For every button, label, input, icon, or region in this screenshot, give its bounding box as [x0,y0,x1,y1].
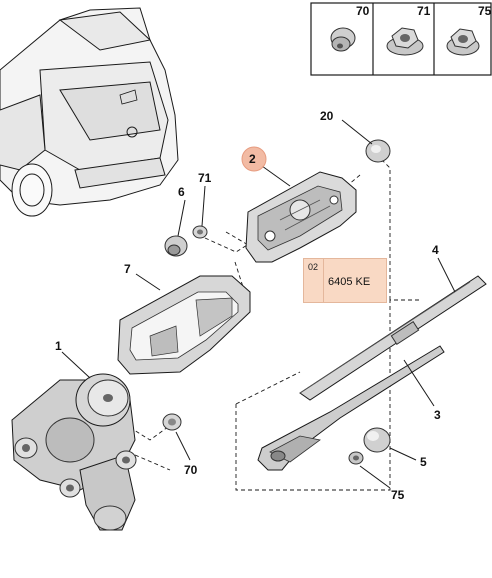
part-reference-box[interactable]: 02 6405 KE [303,258,387,303]
leader-lines [61,119,456,489]
callout-75: 75 [391,488,405,502]
wiper-arm-part-3 [257,345,445,471]
nut-70-part [162,413,182,431]
inset-label-70: 70 [356,4,370,18]
fastener-inset: 70 71 75 [310,2,492,76]
nut-71-part [192,225,208,239]
seal-part-7 [117,275,251,375]
inset-label-75: 75 [478,4,492,18]
callout-3: 3 [434,408,441,422]
callout-2: 2 [249,152,256,166]
callout-7: 7 [124,262,131,276]
callout-70: 70 [184,463,198,477]
callout-71: 71 [198,171,212,185]
reference-index: 02 [304,259,324,302]
cap-part-20 [365,139,391,163]
callout-1: 1 [55,339,62,353]
nut-75-part [348,451,364,465]
highlight-marker [241,146,267,172]
wiper-blade-part-4 [299,275,487,401]
callout-6: 6 [178,185,185,199]
callout-20: 20 [320,109,334,123]
inset-label-71: 71 [417,4,431,18]
callout-labels: 20 2 6 71 7 1 70 4 3 5 75 [55,109,441,502]
nut-6-part [164,235,188,257]
car-rear-view [0,7,179,217]
cap-part-5 [363,427,391,453]
nut-70-icon [330,27,356,52]
wiper-motor-part-1 [11,373,137,531]
nut-75-icon [446,28,480,56]
callout-4: 4 [432,243,439,257]
wiper-housing-part-2 [245,171,357,263]
reference-code: 6405 KE [328,276,371,288]
callout-5: 5 [420,455,427,469]
nut-71-icon [386,27,424,56]
